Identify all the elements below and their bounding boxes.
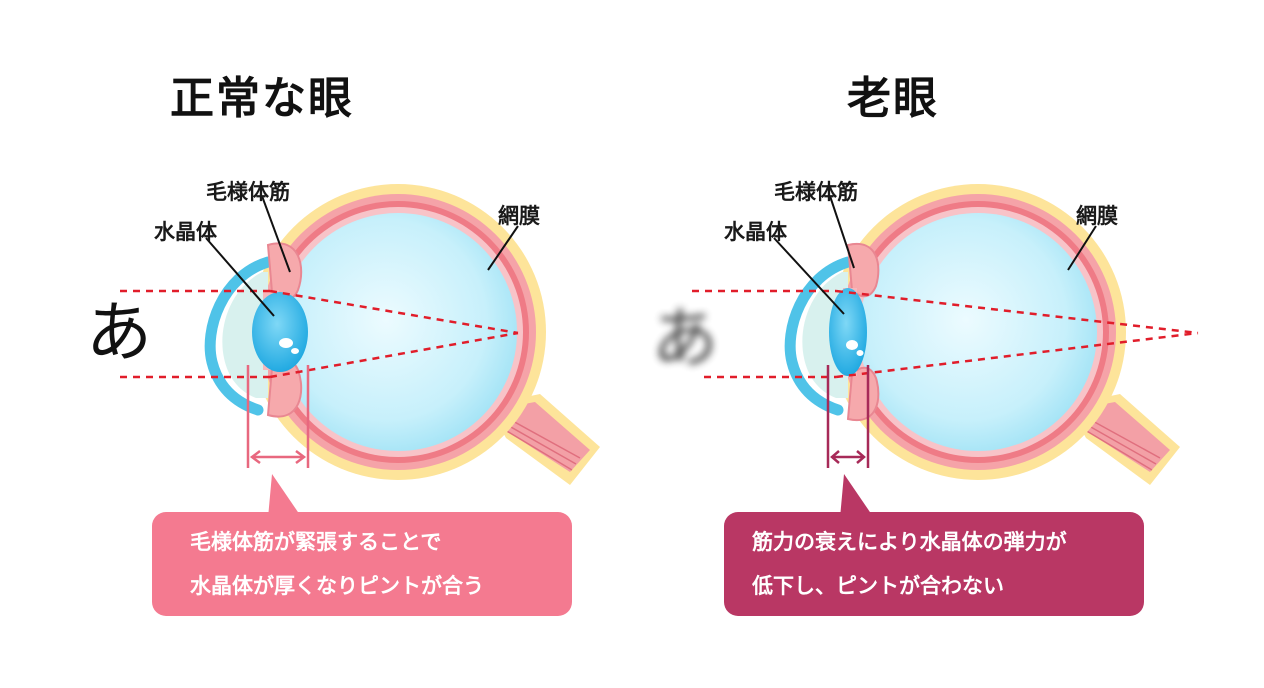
callout-tail	[268, 474, 302, 518]
callout-line-2: 水晶体が厚くなりピントが合う	[190, 574, 484, 598]
vitreous-body	[279, 213, 517, 451]
callout-tail	[840, 474, 874, 518]
panel-presbyopia-eye: 老眼	[632, 0, 1264, 688]
eye-diagram-normal	[120, 184, 600, 485]
callout-presbyopia: 筋力の衰えにより水晶体の弾力が 低下し、ピントが合わない	[724, 512, 1144, 616]
thickness-indicator	[246, 365, 310, 468]
cornea	[204, 256, 274, 416]
label-ciliary-muscle: 毛様体筋	[774, 180, 858, 204]
eye-diagram-presbyopia	[692, 184, 1199, 485]
label-lens: 水晶体	[154, 220, 217, 244]
callout-line-1: 毛様体筋が緊張することで	[190, 530, 442, 554]
callout-line-2: 低下し、ピントが合わない	[752, 574, 1004, 598]
lens-thin	[829, 288, 867, 376]
focus-rays	[692, 289, 1199, 379]
panel-normal-eye: 正常な眼	[86, 73, 600, 616]
callout-normal: 毛様体筋が緊張することで 水晶体が厚くなりピントが合う	[152, 512, 572, 616]
sample-character-blurred: あ	[652, 300, 718, 377]
callout-line-1: 筋力の衰えにより水晶体の弾力が	[752, 530, 1067, 554]
focus-rays	[120, 289, 519, 379]
label-retina: 網膜	[1076, 204, 1118, 228]
label-retina: 網膜	[498, 204, 540, 228]
panel-title: 正常な眼	[170, 73, 354, 124]
vitreous-body	[859, 213, 1097, 451]
lens-thick	[252, 292, 308, 372]
sample-character-sharp: あ	[86, 294, 152, 371]
thickness-indicator	[826, 365, 870, 468]
label-lens: 水晶体	[724, 220, 787, 244]
panel-title: 老眼	[847, 73, 939, 124]
cornea	[784, 256, 854, 416]
label-ciliary-muscle: 毛様体筋	[206, 180, 290, 204]
